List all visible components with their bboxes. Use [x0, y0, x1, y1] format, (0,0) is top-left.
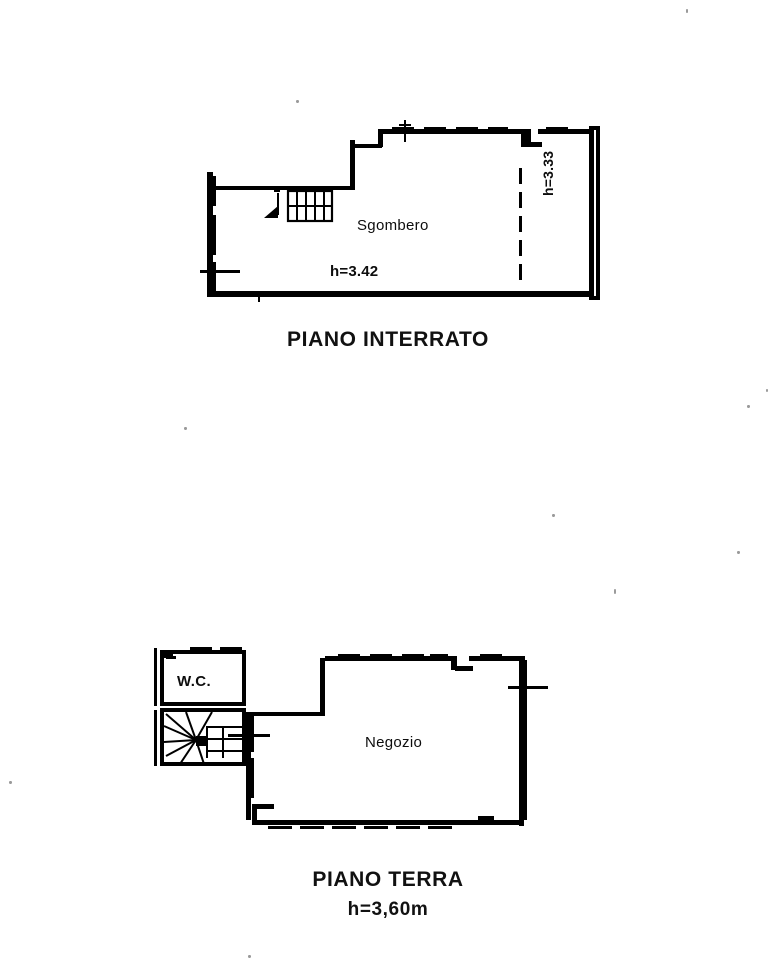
- wall-left-outer: [207, 172, 213, 296]
- wall-right-inner: [589, 129, 594, 297]
- scan-speck: [248, 955, 251, 958]
- height-label-basement-main: h=3.42: [330, 263, 379, 280]
- wall-bottom: [207, 291, 594, 297]
- scan-speck: [552, 514, 555, 517]
- room-wc-outline: [154, 647, 246, 706]
- room-label-sgombero: Sgombero: [357, 217, 429, 234]
- dimension-tick-top: [404, 120, 406, 142]
- scan-speck: [614, 589, 616, 594]
- scan-speck: [737, 551, 740, 554]
- piano-interrato-drawing: [200, 120, 600, 302]
- staircase-winder-ground: [163, 711, 213, 765]
- scan-speck: [747, 405, 750, 408]
- caption-piano-interrato: PIANO INTERRATO: [287, 328, 489, 351]
- wall-top-main: [378, 129, 521, 134]
- wall-stair-top: [213, 186, 354, 190]
- dimension-tick-stair: [228, 734, 270, 737]
- dimension-tick-left: [200, 270, 240, 273]
- scan-speck: [766, 389, 768, 392]
- dashed-partition-line: [519, 168, 522, 280]
- piano-terra-drawing: [154, 647, 548, 829]
- caption-piano-terra-height: h=3,60m: [347, 899, 429, 920]
- scan-speck: [296, 100, 299, 103]
- floor-plan-piano-interrato: [0, 0, 776, 330]
- wall-right-outer: [596, 126, 600, 300]
- room-label-wc: W.C.: [177, 673, 212, 690]
- dimension-tick-right: [508, 686, 548, 689]
- scan-speck: [686, 9, 688, 13]
- floor-plan-piano-terra: [0, 630, 776, 850]
- room-negozio-outline: [246, 654, 527, 829]
- room-label-negozio: Negozio: [365, 734, 423, 751]
- caption-piano-terra: PIANO TERRA: [312, 868, 464, 891]
- staircase-straight-basement: [264, 189, 334, 223]
- scan-speck: [9, 781, 12, 784]
- wall-step-vertical: [350, 140, 355, 190]
- height-label-basement-right: h=3.33: [540, 150, 556, 196]
- scan-speck: [184, 427, 187, 430]
